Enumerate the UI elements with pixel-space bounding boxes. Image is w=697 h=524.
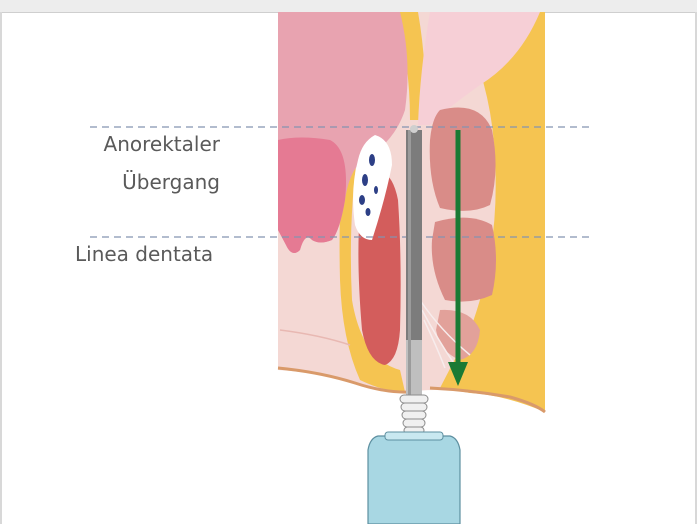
probe-spring [400, 395, 428, 434]
probe-tip [410, 125, 418, 133]
anorectal-junction-label-line2: Übergang [122, 169, 220, 195]
probe-handle-collar [385, 432, 443, 440]
probe-handle [368, 436, 460, 524]
muscle-right-middle [432, 218, 496, 302]
dentate-line-label: Linea dentata [75, 241, 213, 267]
probe-shaft-highlight [408, 130, 411, 395]
anorectal-junction-label-line1: Anorektaler [104, 131, 220, 157]
muscle-right-upper [430, 108, 496, 211]
